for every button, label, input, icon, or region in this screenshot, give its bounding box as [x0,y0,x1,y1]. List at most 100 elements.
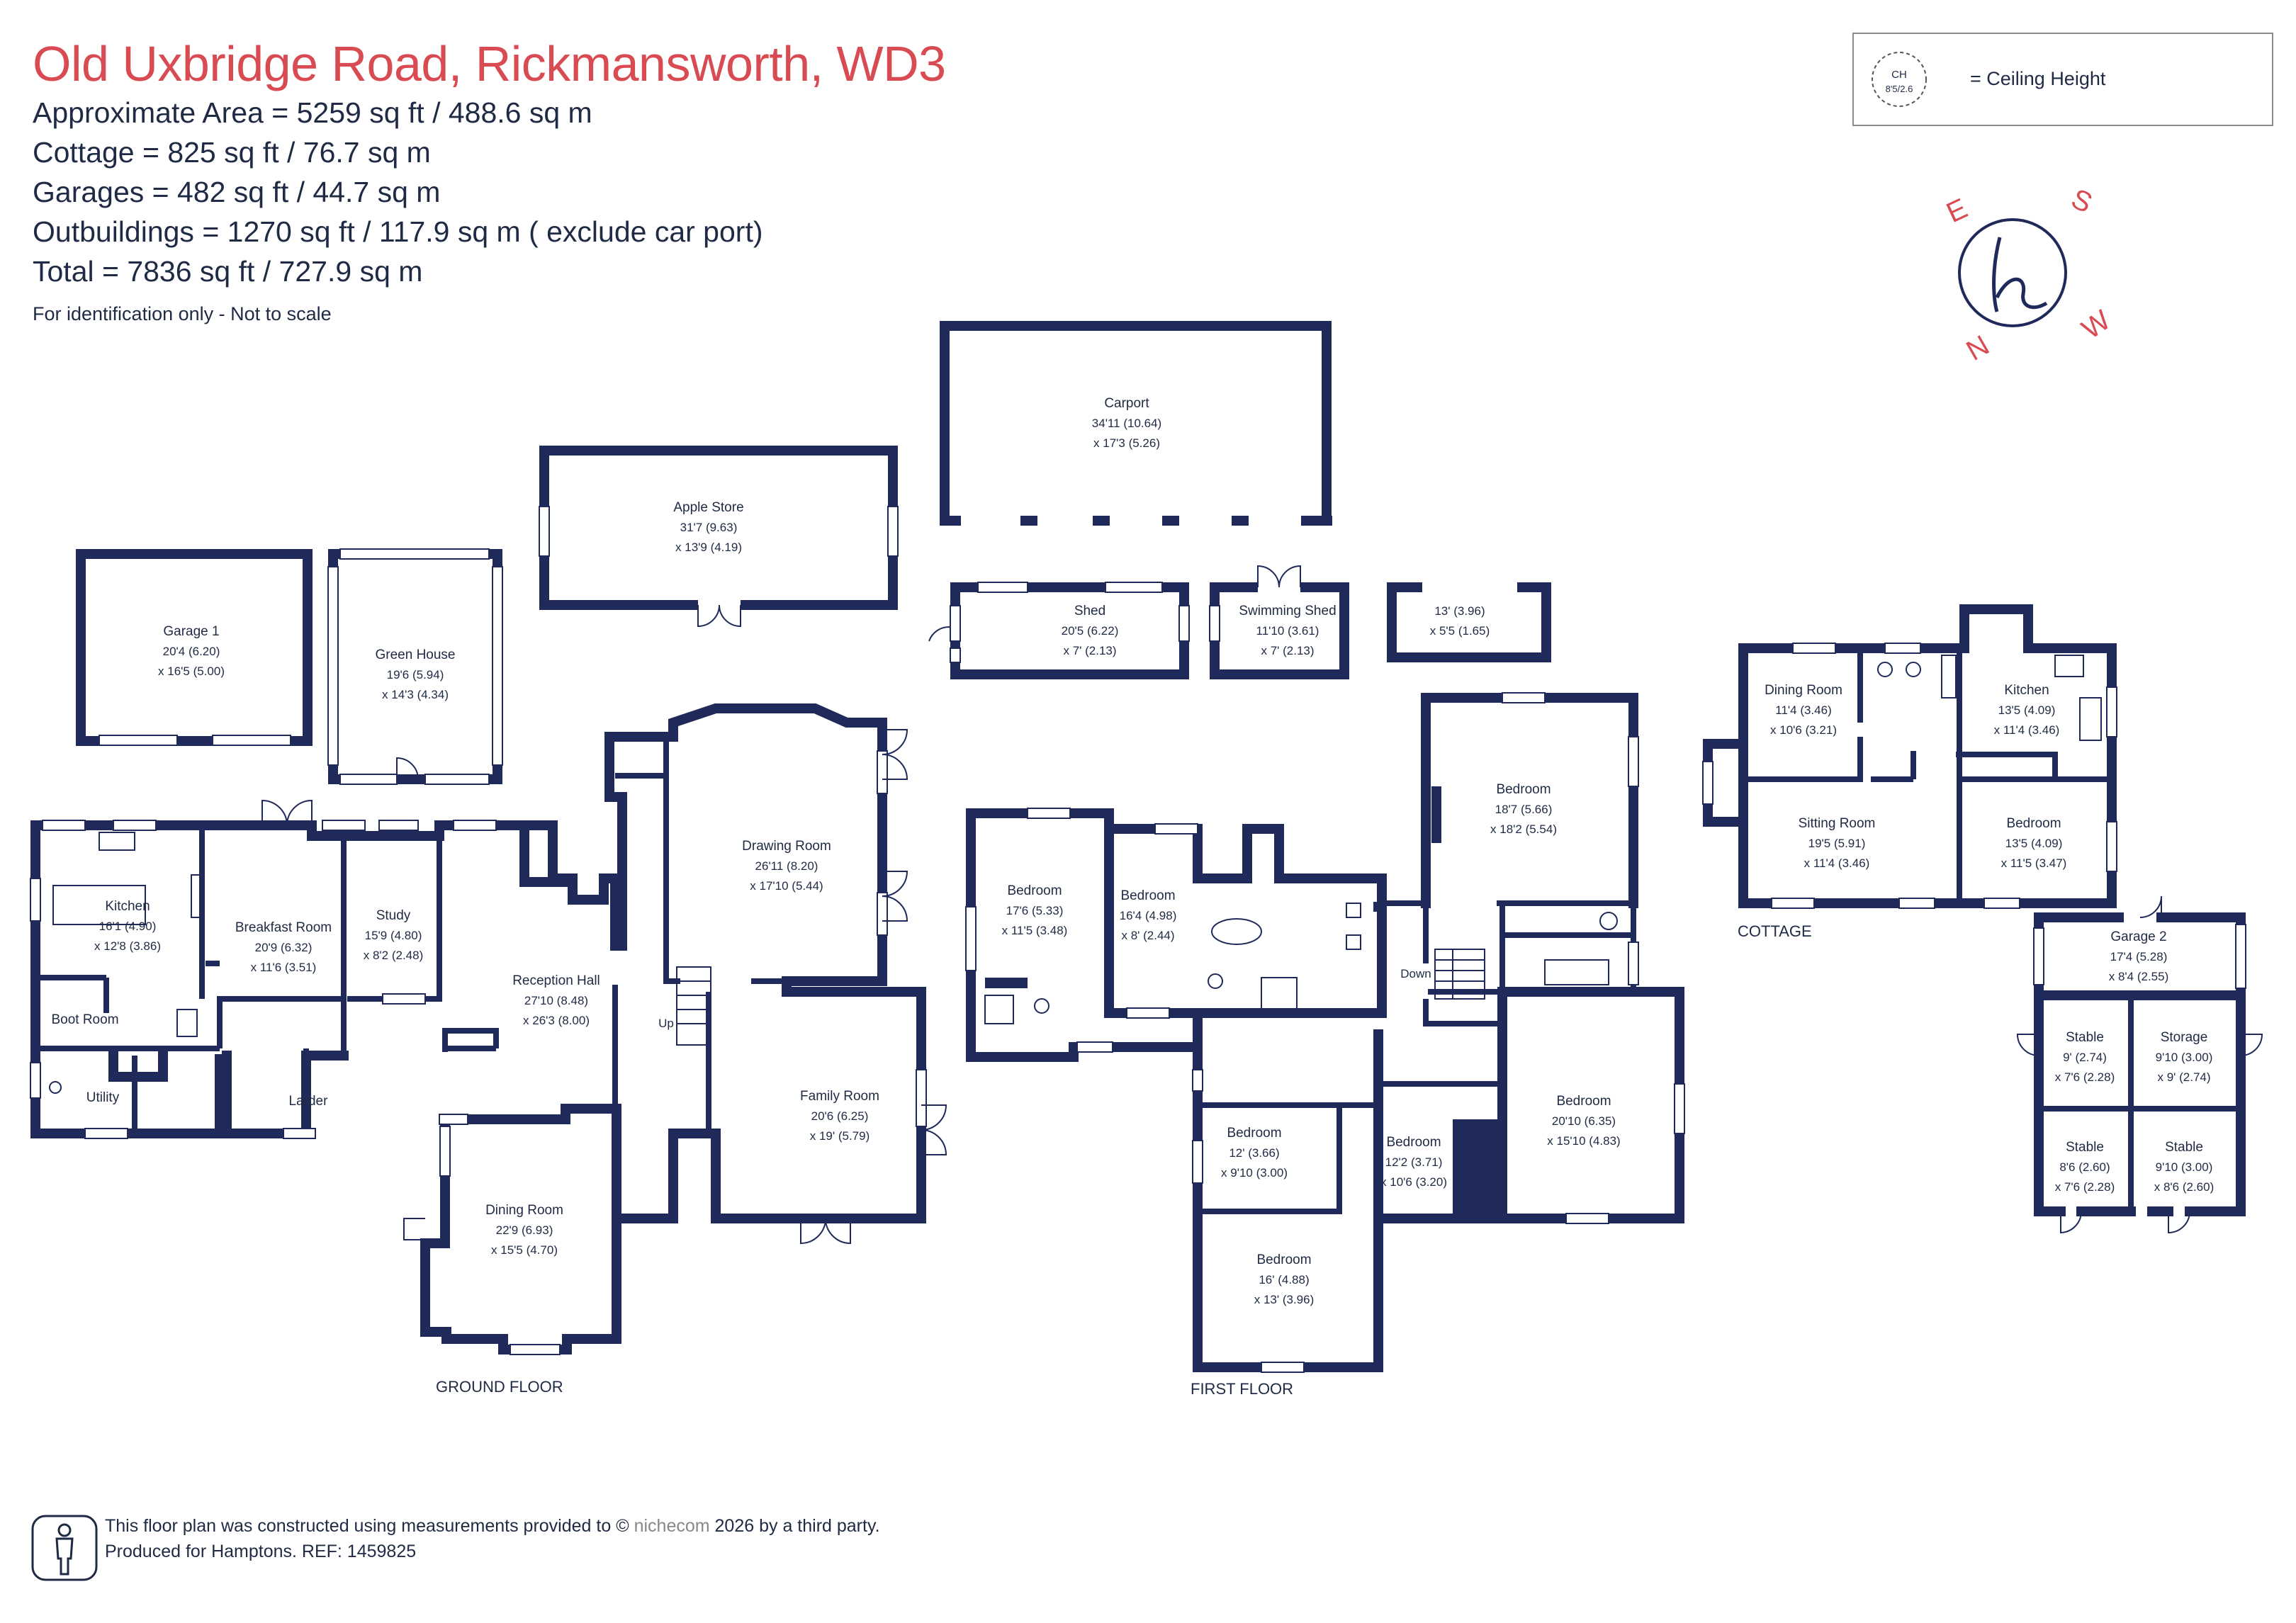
study-name: Study [376,908,411,923]
garage-2-dim1: 17'4 (5.28) [2110,950,2168,963]
apple-store: Apple Store 31'7 (9.63) x 13'9 (4.19) [539,446,899,628]
cottage-sitting-dim1: 19'5 (5.91) [1808,837,1866,850]
garage-1-dim2: x 16'5 (5.00) [158,665,225,678]
storage-dim2: x 9' (2.74) [2157,1070,2210,1084]
small-outbuilding-dim2: x 5'5 (1.65) [1430,624,1490,638]
footer-credit-pre: This floor plan was constructed using me… [105,1516,629,1536]
shed-dim2: x 7' (2.13) [1063,644,1116,657]
breakfast-room-name: Breakfast Room [235,920,332,935]
breakfast-room-dim1: 20'9 (6.32) [255,941,313,954]
ceiling-height-symbol: CH 8'5/2.6 [1872,52,1927,107]
bedroom-1-dim2: x 11'5 (3.48) [1002,924,1068,937]
cottage-kitchen-name: Kitchen [2004,683,2049,698]
bedroom-3-dim1: 18'7 (5.66) [1495,803,1553,816]
cottage-kitchen-dim1: 13'5 (4.09) [1998,703,2056,717]
shed-name: Shed [1074,604,1105,618]
footer-credit: This floor plan was constructed using me… [105,1516,880,1537]
area-approximate: Approximate Area = 5259 sq ft / 488.6 sq… [33,96,592,129]
legend-text: = Ceiling Height [1970,68,2106,89]
small-outbuilding-dim1: 13' (3.96) [1434,604,1485,618]
drawing-room-name: Drawing Room [742,839,831,854]
footer-reference: Produced for Hamptons. REF: 1459825 [105,1542,417,1561]
area-cottage: Cottage = 825 sq ft / 76.7 sq m [33,136,431,169]
green-house: Green House 19'6 (5.94) x 14'3 (4.34) [327,548,503,785]
stairs-down-label: Down [1400,967,1431,980]
green-house-dim2: x 14'3 (4.34) [382,688,449,701]
nichecom-logo: nichecom [634,1516,710,1536]
garage-2-name: Garage 2 [2110,929,2166,944]
stable-3-name: Stable [2165,1140,2203,1155]
study-dim1: 15'9 (4.80) [365,929,422,942]
first-floor-label: FIRST FLOOR [1191,1380,1293,1398]
cottage-dining-name: Dining Room [1765,683,1842,698]
person-icon [31,1515,98,1581]
cottage-label: COTTAGE [1738,922,1812,940]
stable-1-dim2: x 7'6 (2.28) [2055,1070,2115,1084]
carport-dim1: 34'11 (10.64) [1092,417,1161,430]
bedroom-7-dim2: x 13' (3.96) [1254,1293,1315,1306]
stable-3-dim2: x 8'6 (2.60) [2154,1180,2215,1194]
area-outbuildings: Outbuildings = 1270 sq ft / 117.9 sq m (… [33,215,763,248]
study-dim2: x 8'2 (2.48) [364,949,424,962]
kitchen-name: Kitchen [105,899,150,914]
garage-1: Garage 1 20'4 (6.20) x 16'5 (5.00) [76,549,313,746]
cottage-dining-dim2: x 10'6 (3.21) [1770,723,1837,737]
reception-hall-dim2: x 26'3 (8.00) [523,1014,590,1027]
legend-ch: CH [1891,69,1907,81]
cottage-dining-dim1: 11'4 (3.46) [1775,703,1831,717]
compass-s: S [2066,183,2097,219]
shed-dim1: 20'5 (6.22) [1062,624,1119,638]
ground-floor: Kitchen 16'1 (4.90) x 12'8 (3.86) Breakf… [30,703,947,1396]
stable-3-dim1: 9'10 (3.00) [2156,1160,2213,1174]
bedroom-6-dim1: 20'10 (6.35) [1552,1114,1616,1128]
kitchen-dim2: x 12'8 (3.86) [94,939,161,953]
drawing-room-dim2: x 17'10 (5.44) [750,879,823,893]
stable-1-dim1: 9' (2.74) [2063,1051,2107,1064]
cottage-bedroom-name: Bedroom [2006,816,2061,831]
carport-name: Carport [1104,396,1149,411]
bedroom-5-name: Bedroom [1386,1135,1441,1150]
bedroom-7-name: Bedroom [1256,1252,1311,1267]
apple-store-dim1: 31'7 (9.63) [680,521,738,534]
bedroom-2-dim2: x 8' (2.44) [1121,929,1174,942]
stable-1-name: Stable [2066,1030,2104,1045]
bedroom-1-name: Bedroom [1007,883,1062,898]
family-room-name: Family Room [800,1089,879,1104]
compass-e: E [1942,193,1972,229]
boot-room-name: Boot Room [51,1012,118,1027]
footer-credit-post: 2026 by a third party. [714,1516,880,1536]
family-room-dim1: 20'6 (6.25) [811,1109,869,1123]
cottage-bedroom-dim2: x 11'5 (3.47) [2001,856,2067,870]
carport-dim2: x 17'3 (5.26) [1093,436,1160,450]
dining-room-name: Dining Room [485,1203,563,1218]
reception-hall-name: Reception Hall [512,973,600,988]
bedroom-6-dim2: x 15'10 (4.83) [1547,1134,1620,1148]
utility-name: Utility [86,1090,120,1105]
dining-room-dim1: 22'9 (6.93) [496,1223,553,1237]
cottage-kitchen-dim2: x 11'4 (3.46) [1994,723,2060,737]
compass-n: N [1962,329,1995,367]
bedroom-2-dim1: 16'4 (4.98) [1120,909,1177,922]
compass-w: W [2076,305,2116,346]
stable-2-dim1: 8'6 (2.60) [2059,1160,2110,1174]
storage-dim1: 9'10 (3.00) [2156,1051,2213,1064]
bedroom-7-dim1: 16' (4.88) [1259,1273,1309,1286]
bedroom-4-dim2: x 9'10 (3.00) [1221,1166,1288,1180]
storage-name: Storage [2161,1030,2208,1045]
bedroom-3-name: Bedroom [1496,782,1551,797]
page-title: Old Uxbridge Road, Rickmansworth, WD3 [33,36,946,91]
bedroom-1-dim1: 17'6 (5.33) [1006,904,1064,917]
garage-1-dim1: 20'4 (6.20) [163,645,220,658]
ground-floor-label: GROUND FLOOR [436,1378,563,1396]
bedroom-4-dim1: 12' (3.66) [1229,1146,1279,1160]
area-garages: Garages = 482 sq ft / 44.7 sq m [33,176,441,208]
area-total: Total = 7836 sq ft / 727.9 sq m [33,255,423,288]
cottage: Dining Room 11'4 (3.46) x 10'6 (3.21) Ki… [1702,604,2117,940]
bedroom-5-dim1: 12'2 (3.71) [1385,1155,1443,1169]
kitchen-dim1: 16'1 (4.90) [99,920,157,933]
garage-1-name: Garage 1 [163,624,219,639]
cottage-sitting-name: Sitting Room [1799,816,1876,831]
shed: Shed 20'5 (6.22) x 7' (2.13) [928,582,1190,679]
swimming-shed-name: Swimming Shed [1239,604,1336,618]
